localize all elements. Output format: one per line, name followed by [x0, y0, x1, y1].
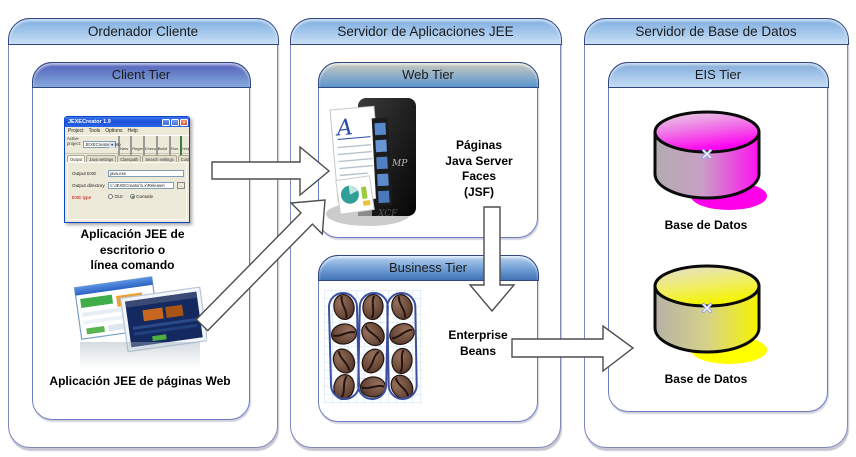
- database-magenta-icon: [653, 110, 767, 210]
- toolbar-button-execute: Execute: [143, 136, 160, 155]
- toolbar-button-new: New: [118, 136, 128, 155]
- radio-gui-icon: [108, 194, 113, 199]
- app-window-tabs: Output Java settings Classpath Search se…: [65, 154, 189, 162]
- build-icon: [156, 136, 159, 155]
- desktop-app-caption: Aplicación JEE de escritorio o línea com…: [80, 227, 185, 273]
- output-exe-input: java.exe: [108, 170, 184, 177]
- toolbar-button-run: Run: [169, 136, 178, 155]
- db-magenta-caption: Base de Datos: [664, 218, 748, 232]
- app-window-toolbar: Active project: JEXECreatorDemo ▼ New Re…: [65, 135, 189, 155]
- radio-console-icon: [129, 194, 135, 199]
- panel-servidor-aplicaciones-header: Servidor de Aplicaciones JEE: [289, 17, 562, 45]
- output-directory-input: c:\JEXECreator\1.x\Release\: [108, 182, 174, 189]
- toolbar-button-build: Build: [156, 136, 167, 155]
- browse-button: ...: [177, 182, 185, 189]
- toolbar-button-regen: Regen.: [130, 136, 145, 155]
- regenerate-icon: [130, 136, 133, 155]
- help-icon: [180, 136, 183, 155]
- exe-type-radios: GUI Console: [108, 194, 153, 199]
- database-yellow-icon: [653, 264, 767, 364]
- db-yellow-caption: Base de Datos: [664, 372, 748, 386]
- folder-label-mp: MP: [391, 159, 408, 169]
- output-directory-label: Output directory: [72, 183, 105, 188]
- app-window-titlebar: JEXECreator 1.9 _ □ ×: [65, 117, 189, 127]
- panel-servidor-base-datos-header: Servidor de Base de Datos: [583, 17, 849, 45]
- folder-label-xcf: XCF: [377, 209, 398, 219]
- folder-documents-icon: A MP XCF: [326, 98, 416, 226]
- web-app-caption: Aplicación JEE de páginas Web: [49, 374, 231, 388]
- menu-help: Help: [127, 128, 138, 134]
- browser-windows-icon: [73, 276, 207, 368]
- tab-custom-resources: Custom resources: [177, 155, 189, 162]
- app-window-form: Output EXE java.exe Output directory c:\…: [67, 162, 187, 220]
- business-tier-header: Business Tier: [317, 254, 539, 281]
- tab-search-settings: Search settings: [142, 155, 177, 162]
- minimize-icon: _: [162, 118, 170, 126]
- exe-type-label: EXE type: [72, 195, 92, 200]
- app-window-menubar: Project Tools Options Help: [65, 127, 189, 135]
- db-x-mark: [702, 149, 712, 159]
- jsf-caption: Páginas Java Server Faces (JSF): [445, 138, 513, 199]
- tab-output: Output: [67, 155, 86, 162]
- enterprise-beans-caption: Enterprise Beans: [448, 328, 508, 358]
- db-x-mark: [702, 303, 712, 313]
- execute-icon: [143, 136, 146, 155]
- radio-gui: GUI: [108, 194, 123, 199]
- chevron-down-icon: ▼: [109, 142, 116, 148]
- web-tier-header: Web Tier: [317, 61, 539, 88]
- maximize-icon: □: [171, 118, 179, 126]
- active-project-label: Active project:: [67, 136, 82, 146]
- radio-console: Console: [129, 194, 153, 199]
- app-window-title: JEXECreator 1.9: [68, 119, 111, 125]
- app-window-buttons: _ □ ×: [162, 118, 188, 126]
- run-icon: [169, 136, 172, 155]
- toolbar-button-help: Help: [180, 136, 189, 155]
- active-project-combobox: JEXECreatorDemo ▼: [83, 141, 121, 148]
- new-file-icon: [118, 136, 121, 155]
- menu-project: Project: [68, 128, 84, 134]
- desktop-app-window: JEXECreator 1.9 _ □ × Project Tools Opti…: [64, 116, 190, 223]
- client-tier-header: Client Tier: [31, 61, 251, 88]
- coffee-beans-icon: [324, 290, 422, 404]
- menu-tools: Tools: [88, 128, 101, 134]
- output-exe-label: Output EXE: [72, 171, 97, 176]
- menu-options: Options: [105, 128, 123, 134]
- close-icon: ×: [180, 118, 188, 126]
- eis-tier-header: EIS Tier: [607, 61, 829, 88]
- tab-classpath: Classpath: [117, 155, 142, 162]
- folder-letter-a: A: [334, 115, 354, 141]
- panel-ordenador-cliente-header: Ordenador Cliente: [7, 17, 279, 45]
- tab-java-settings: Java settings: [86, 155, 117, 162]
